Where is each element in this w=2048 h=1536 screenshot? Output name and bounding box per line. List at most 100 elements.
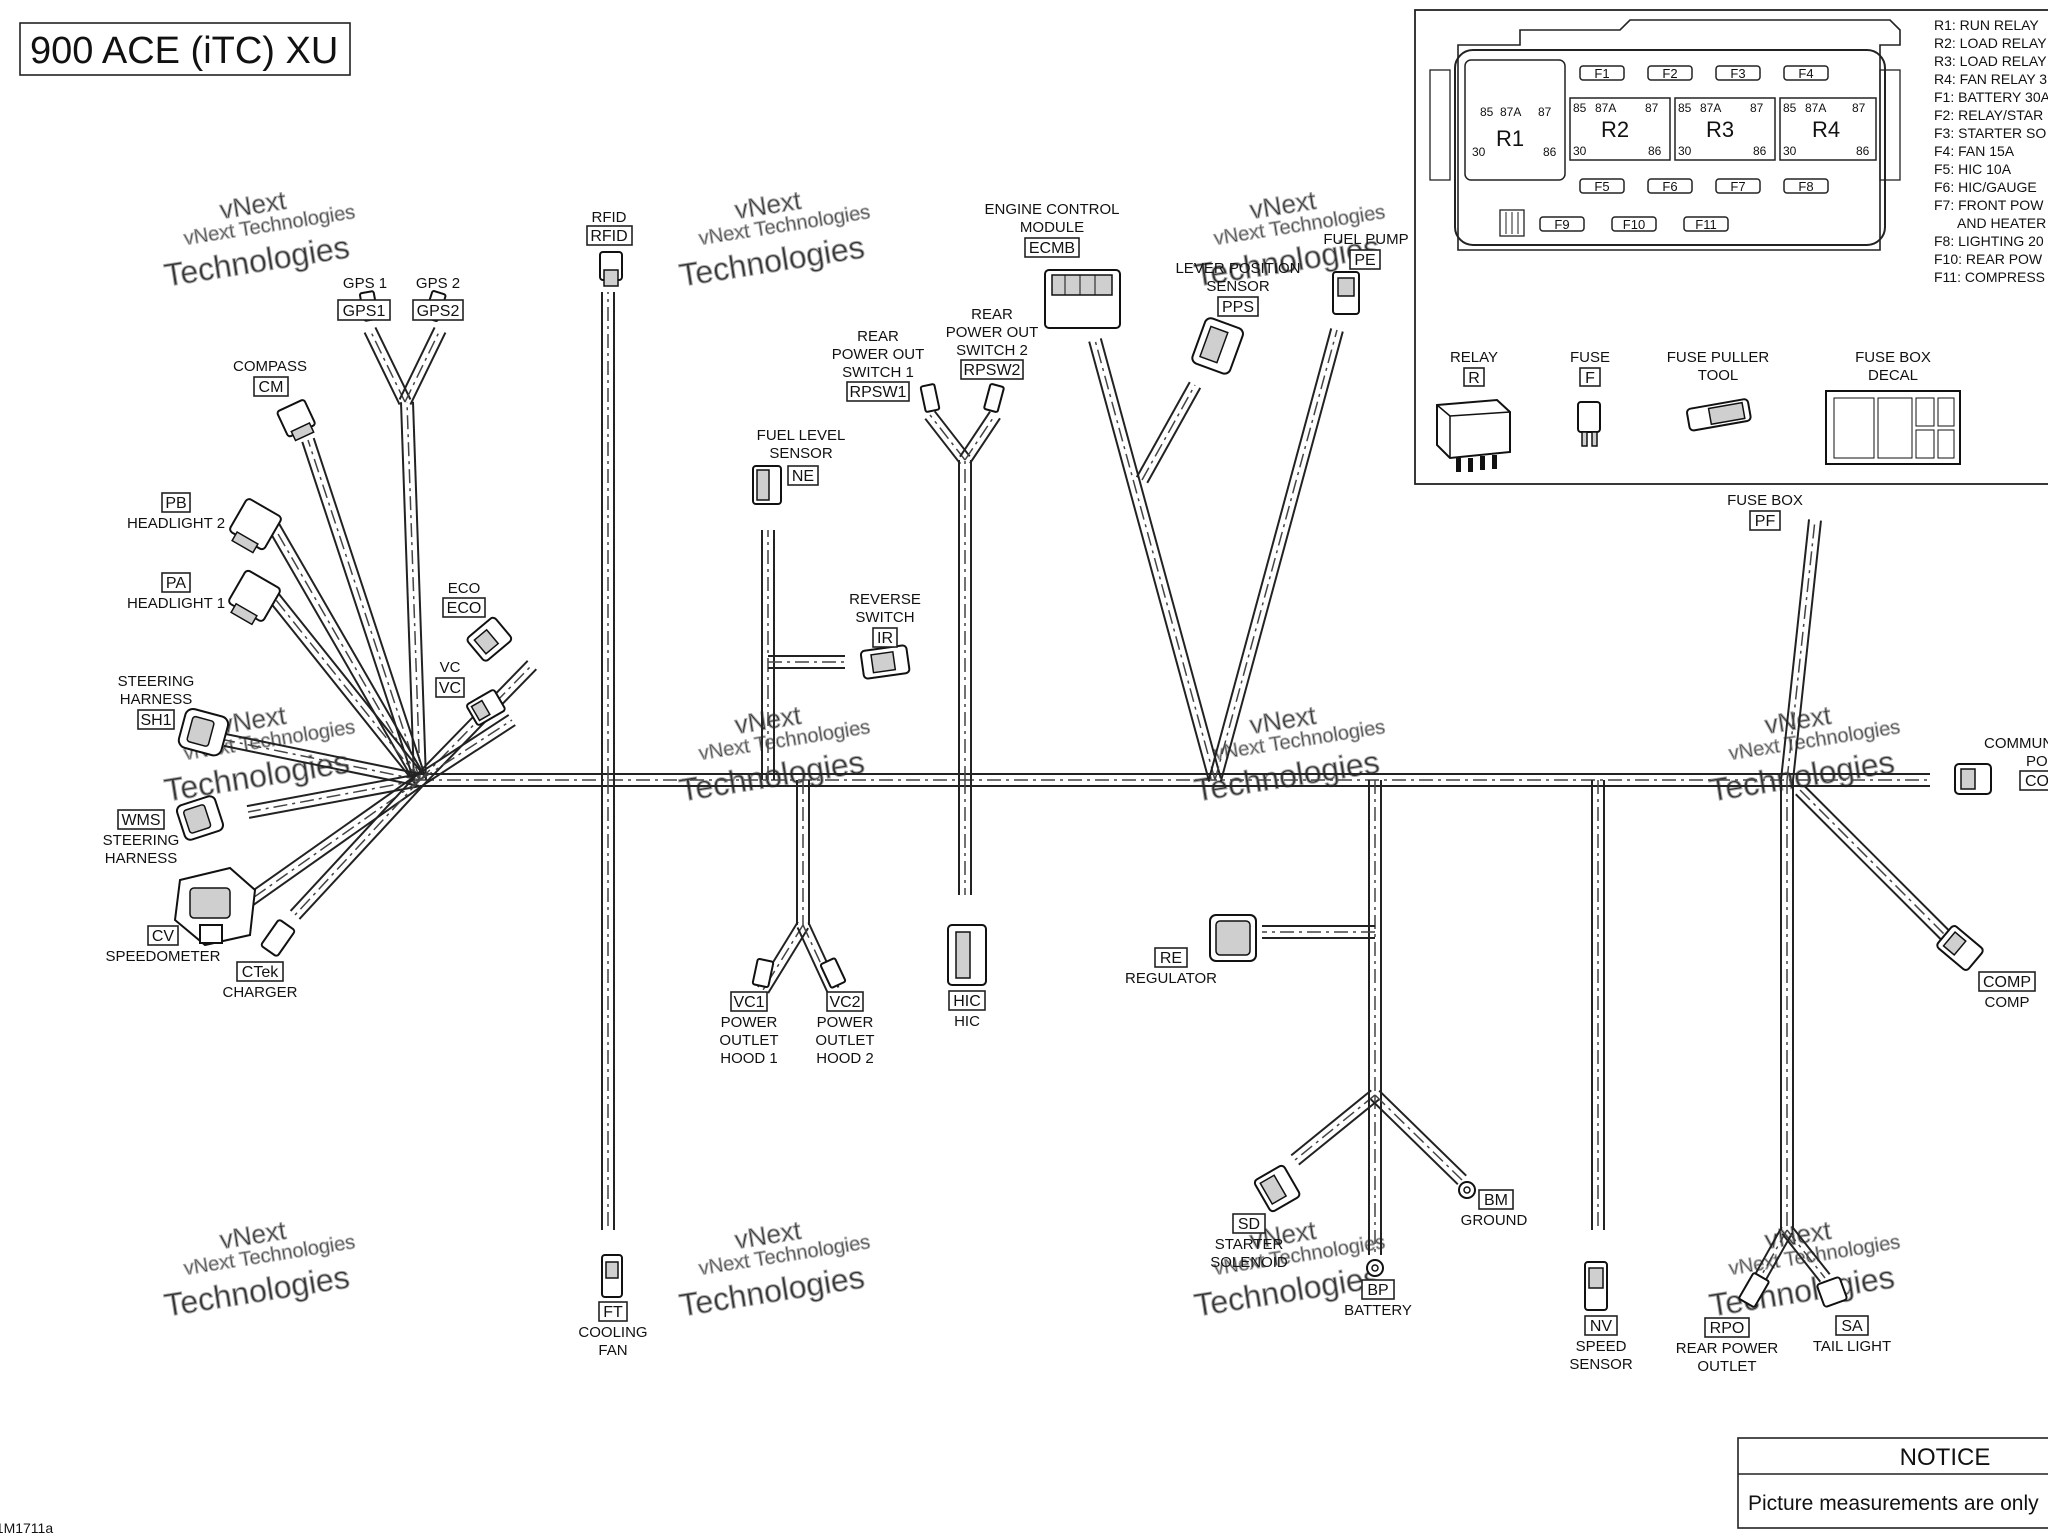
harness-edge xyxy=(1135,381,1191,478)
harness-centerline xyxy=(1294,1094,1376,1161)
charger-connector-icon xyxy=(260,919,296,957)
harness-centerline xyxy=(269,519,421,781)
compass-code: CM xyxy=(259,379,284,396)
harness-edge xyxy=(1208,328,1333,779)
harness-edge xyxy=(414,660,529,777)
harness-centerline xyxy=(1214,329,1338,781)
rpsw2-name-line3: SWITCH 2 xyxy=(956,342,1028,359)
svg-text:87: 87 xyxy=(1750,101,1764,115)
svg-text:AND HEATER: AND HEATER xyxy=(1957,215,2046,231)
harness-centerline xyxy=(1786,519,1816,781)
fuse-part-name: FUSE xyxy=(1570,349,1610,366)
svg-text:86: 86 xyxy=(1753,144,1767,158)
fuel-level-connector-icon xyxy=(752,465,782,505)
headlight1-code: PA xyxy=(166,575,186,592)
regulator-name: REGULATOR xyxy=(1125,970,1217,987)
rear-outlet-code: RPO xyxy=(1710,1320,1745,1337)
fuse-f3-label: F3 xyxy=(1730,66,1745,81)
rear-outlet-name-line1: REAR POWER xyxy=(1676,1340,1779,1357)
eco-connector-icon xyxy=(466,616,513,662)
harness-centerline xyxy=(929,414,966,461)
svg-text:86: 86 xyxy=(1648,144,1662,158)
harness-edge xyxy=(796,927,829,993)
page-title: 900 ACE (iTC) XU xyxy=(30,30,338,72)
hic-name: HIC xyxy=(954,1013,980,1030)
fuel-pump-connector-icon xyxy=(1332,271,1360,315)
harness-edge xyxy=(416,714,510,776)
speed-sensor-connector-icon xyxy=(1584,1261,1608,1311)
svg-text:30: 30 xyxy=(1678,144,1692,158)
battery-code: BP xyxy=(1367,1282,1388,1299)
harness-edge xyxy=(1298,1098,1380,1166)
hic-code: HIC xyxy=(953,993,981,1010)
rpsw1-code: RPSW1 xyxy=(850,384,907,401)
fuel-level-code: NE xyxy=(792,468,814,485)
relay-part-name: RELAY xyxy=(1450,349,1498,366)
svg-text:F8: LIGHTING 20: F8: LIGHTING 20 xyxy=(1934,233,2044,249)
rear-outlet-name-line2: OUTLET xyxy=(1697,1358,1756,1375)
relay-r4-label: R4 xyxy=(1812,117,1840,142)
fuse-f6-label: F6 xyxy=(1662,179,1677,194)
reverse-name-line2: SWITCH xyxy=(855,609,914,626)
svg-text:F11: COMPRESS: F11: COMPRESS xyxy=(1934,269,2045,285)
svg-text:F7: FRONT POW: F7: FRONT POW xyxy=(1934,197,2044,213)
fuse-f10-label: F10 xyxy=(1623,217,1645,232)
harness-edge xyxy=(398,326,436,400)
svg-text:F6: HIC/GAUGE: F6: HIC/GAUGE xyxy=(1934,179,2037,195)
rear-power-outlet-connector-icon xyxy=(1738,1272,1770,1308)
harness-edge xyxy=(363,332,401,406)
relay-r2-label: R2 xyxy=(1601,117,1629,142)
relay-r3-label: R3 xyxy=(1706,117,1734,142)
headlight1-name: HEADLIGHT 1 xyxy=(127,595,225,612)
watermark: vNext Technologies vNext Technologies xyxy=(676,1214,872,1324)
fuse-f9-label: F9 xyxy=(1554,217,1569,232)
harness-edge xyxy=(1370,1098,1459,1186)
svg-text:87: 87 xyxy=(1538,105,1552,119)
gps2-name: GPS 2 xyxy=(416,275,460,292)
harness-wires xyxy=(223,292,1950,1283)
fuse-box-decal-icon xyxy=(1825,390,1961,465)
harness-edge xyxy=(1146,387,1202,484)
puller-part-name-line2: TOOL xyxy=(1698,367,1739,384)
vc2-name-line3: HOOD 2 xyxy=(816,1050,874,1067)
harness-edge xyxy=(1791,520,1822,781)
reverse-switch-connector-icon xyxy=(859,644,911,680)
gps1-name: GPS 1 xyxy=(343,275,387,292)
rfid-connector-icon xyxy=(599,251,623,287)
relay-r1-label: R1 xyxy=(1496,126,1524,151)
harness-edge xyxy=(312,437,427,779)
comm-port-name-line2: PO xyxy=(2026,753,2048,770)
harness-centerline xyxy=(249,779,421,901)
svg-text:87A: 87A xyxy=(1700,101,1721,115)
harness-edge xyxy=(266,598,417,785)
ecm-connector-icon xyxy=(1044,269,1121,329)
svg-text:87A: 87A xyxy=(1595,101,1616,115)
svg-text:F4: FAN 15A: F4: FAN 15A xyxy=(1934,143,2015,159)
connector-icons xyxy=(173,251,1992,1311)
fuse-f8-label: F8 xyxy=(1798,179,1813,194)
vc2-connector-icon xyxy=(819,957,847,989)
reverse-name-line1: REVERSE xyxy=(849,591,921,608)
notice-box: NOTICE Picture measurements are only xyxy=(1737,1437,2048,1529)
steering-harness-2-connector-icon xyxy=(175,795,225,841)
fuel-pump-code: PE xyxy=(1354,252,1375,269)
rpsw2-name-line1: REAR xyxy=(971,306,1013,323)
fuse-part-code: F xyxy=(1585,370,1595,387)
ecm-name-line1: ENGINE CONTROL xyxy=(984,201,1119,218)
vc1-name-line2: OUTLET xyxy=(719,1032,778,1049)
hic-connector-icon xyxy=(947,924,987,986)
svg-text:85: 85 xyxy=(1573,101,1587,115)
regulator-connector-icon xyxy=(1209,914,1257,962)
svg-text:87A: 87A xyxy=(1805,101,1826,115)
relay-part-code: R xyxy=(1468,370,1480,387)
harness-edge xyxy=(1795,793,1942,940)
comp-name: COMP xyxy=(1985,994,2030,1011)
harness-centerline xyxy=(1374,1094,1463,1181)
fuse-legend: R1: RUN RELAY R2: LOAD RELAY R3: LOAD RE… xyxy=(1934,17,2048,285)
harness-centerline xyxy=(419,719,513,781)
steering-harness-1-connector-icon xyxy=(177,707,230,757)
steering1-name-line1: STEERING xyxy=(118,673,195,690)
harness-centerline xyxy=(1759,1229,1788,1279)
rpsw1-name-line2: POWER OUT xyxy=(832,346,925,363)
speedometer-code: CV xyxy=(152,928,175,945)
